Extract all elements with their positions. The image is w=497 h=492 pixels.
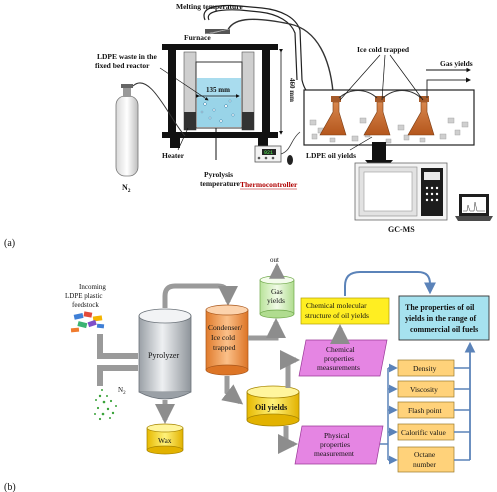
- ice-pointer-3: [389, 54, 424, 101]
- oil-yields-label: Oil yields: [255, 403, 287, 412]
- octane-number-label: Octane number: [413, 450, 437, 469]
- oil-yields-container: [246, 385, 300, 427]
- vapor-flow-b: [162, 283, 238, 308]
- ice-pointer-1: [339, 54, 381, 101]
- heater-pointer: [177, 127, 189, 151]
- condenser-flask-3: [407, 96, 435, 136]
- ldpe-pointer: [159, 67, 209, 101]
- panel-b: Incoming LDPE plastic feedstock N2: [4, 256, 490, 492]
- chemical-structure-box: [300, 297, 390, 325]
- chemical-structure-label: Chemical molecular structure of oil yiel…: [305, 301, 369, 320]
- heater-label: Heater: [162, 151, 185, 160]
- ice-cold-trapped-label: Ice cold trapped: [357, 45, 410, 54]
- condenser-flask-2: [363, 96, 391, 136]
- heater-coil-left: [184, 112, 196, 130]
- chemical-properties-box: [298, 339, 388, 377]
- result-box: [398, 295, 490, 341]
- width-dimension-label: 135 mm: [206, 86, 230, 94]
- gas-yields-label-a: Gas yields: [440, 59, 473, 68]
- n2-label-b: N2: [118, 386, 126, 396]
- to-chemical-flow: [280, 350, 300, 388]
- flash-point-label: Flash point: [408, 406, 442, 415]
- pyrolyzer-tank: [138, 308, 192, 400]
- incoming-feedstock-label: Incoming LDPE plastic feedstock: [65, 283, 108, 309]
- panel-a: Melting temperature Furnace 135 mm: [4, 2, 493, 249]
- ice-pointer-2: [381, 54, 386, 101]
- result-label: The properties of oil yields in the rang…: [405, 303, 478, 334]
- panel-a-label: (a): [4, 238, 15, 249]
- structure-to-result-arrow: [344, 271, 436, 296]
- reactor-bubbles: [200, 99, 235, 123]
- height-dimension-label: 460 mm: [288, 78, 296, 102]
- pyrolysis-temperature-label: Pyrolysis temperature: [200, 170, 241, 188]
- melting-temperature-label: Melting temperature: [176, 2, 243, 11]
- thermocontroller-display: [262, 149, 276, 155]
- laptop: [455, 194, 493, 221]
- nitrogen-cylinder: [115, 84, 139, 177]
- vapor-tube: [226, 18, 334, 100]
- panel-b-label: (b): [4, 482, 16, 492]
- wax-container: [146, 423, 184, 455]
- wax-label: Wax: [158, 436, 172, 445]
- gcms-label: GC-MS: [388, 225, 415, 234]
- ldpe-oil-yields-label: LDPE oil yields: [306, 151, 356, 160]
- thermocontroller-reading: 921: [264, 150, 273, 156]
- furnace-foot-right: [258, 138, 268, 148]
- to-oil-flow: [221, 376, 244, 405]
- nitrogen-particles: [94, 389, 117, 421]
- furnace-top-plate: [162, 44, 278, 50]
- gas-yields-container: [259, 275, 295, 319]
- chemical-properties-label: Chemical properties measurements: [317, 345, 360, 372]
- furnace-label: Furnace: [184, 33, 211, 42]
- heater-coil-right: [242, 112, 254, 130]
- n2-flow: [97, 365, 138, 386]
- to-gas-flow: [248, 318, 286, 341]
- furnace-bottom-plate: [162, 132, 278, 138]
- to-physical-flow: [278, 426, 298, 454]
- feed-flow: [97, 334, 138, 359]
- n2-label-a: N2: [122, 183, 131, 194]
- ice-bath: [303, 89, 475, 146]
- furnace-right-wall: [262, 50, 270, 132]
- gcms-instrument: [354, 162, 448, 221]
- furnace-foot-left: [170, 138, 180, 148]
- condenser-tank: [205, 304, 249, 376]
- flask-link-1: [338, 90, 378, 99]
- ldpe-waste-label: LDPE waste in the fixed bed reactor: [95, 52, 159, 70]
- furnace-left-wall: [168, 50, 176, 132]
- thermocontroller-label: Thermocontroller: [240, 180, 298, 189]
- flask-link-2: [382, 90, 422, 99]
- condenser-flask-1: [319, 96, 347, 136]
- melting-thermocouple-wire-inner: [207, 9, 298, 81]
- condenser-label: Condenser/ Ice cold trapped: [208, 323, 244, 352]
- calorific-value-label: Calorific value: [401, 428, 446, 437]
- physical-properties-label: Physical properties measurement: [314, 431, 355, 458]
- pyrolyzer-label: Pyrolyzer: [148, 351, 179, 360]
- gas-out-label: out: [270, 256, 279, 264]
- n2-supply-line: [132, 82, 186, 137]
- viscosity-label: Viscosity: [410, 385, 438, 394]
- thermocontroller-plug: [287, 155, 293, 165]
- gas-yields-label-b: Gas yields: [267, 287, 285, 305]
- physical-properties-box: [294, 425, 384, 465]
- gas-exit-line: [426, 77, 471, 98]
- plastic-pieces-icon: [70, 311, 105, 333]
- density-label: Density: [413, 364, 437, 373]
